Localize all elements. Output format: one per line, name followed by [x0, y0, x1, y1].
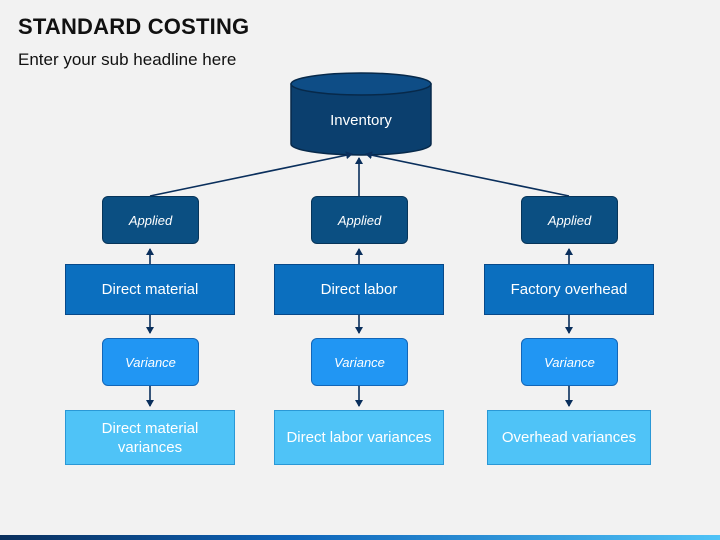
result-box-overhead: Overhead variances: [487, 410, 651, 465]
inventory-cylinder: [290, 72, 432, 156]
result-box-direct-material: Direct material variances: [65, 410, 235, 465]
inventory-label: Inventory: [330, 112, 392, 129]
footer-accent-bar: [0, 535, 720, 540]
applied-box-factory-overhead: Applied: [521, 196, 618, 244]
cost-box-direct-material: Direct material: [65, 264, 235, 315]
result-box-direct-labor: Direct labor variances: [274, 410, 444, 465]
cost-box-direct-labor: Direct labor: [274, 264, 444, 315]
page-title: STANDARD COSTING: [18, 14, 250, 39]
variance-box-direct-material: Variance: [102, 338, 199, 386]
variance-box-factory-overhead: Variance: [521, 338, 618, 386]
cost-box-factory-overhead: Factory overhead: [484, 264, 654, 315]
connector-applied-3-to-inventory: [365, 151, 570, 197]
page-subtitle: Enter your sub headline here: [18, 50, 237, 69]
variance-box-direct-labor: Variance: [311, 338, 408, 386]
connector-applied-1-to-inventory: [149, 151, 353, 197]
applied-box-direct-material: Applied: [102, 196, 199, 244]
applied-box-direct-labor: Applied: [311, 196, 408, 244]
